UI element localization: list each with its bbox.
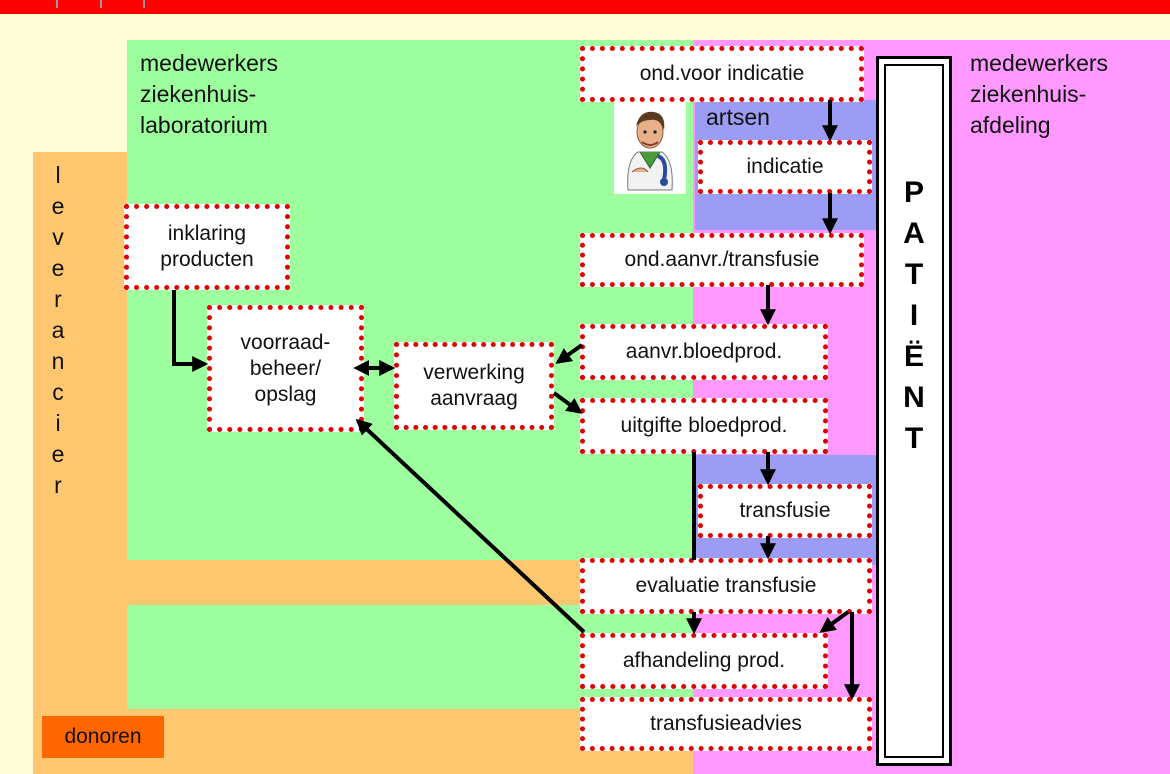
patient-letter: Ë — [903, 340, 924, 373]
box-ond-aanvr-transfusie: ond.aanvr./transfusie — [580, 233, 864, 287]
box-afhandeling-prod: afhandeling prod. — [580, 633, 828, 689]
leverancier-letter: r — [54, 286, 62, 312]
box-inklaring-producten: inklaring producten — [124, 204, 290, 290]
patient-letter: T — [904, 258, 924, 291]
patient-letter: T — [904, 422, 924, 455]
arrow-evaluatie-to-afhandeling-right — [819, 610, 850, 633]
artsen-label: artsen — [706, 104, 770, 130]
top-bar-ticks-2 — [100, 0, 102, 8]
box-verwerking-aanvraag: verwerking aanvraag — [394, 342, 554, 430]
box-uitgifte-bloedprod: uitgifte bloedprod. — [580, 398, 828, 454]
arrow-afhandeling-to-voorraad — [355, 418, 586, 634]
leverancier-letter: e — [51, 193, 65, 219]
patient-letter: A — [903, 217, 925, 250]
afdeling-label: medewerkers ziekenhuis- afdeling — [970, 50, 1109, 138]
patient-letter: P — [903, 176, 924, 209]
top-red-bar — [0, 0, 1170, 14]
doctor-illustration-icon — [614, 102, 686, 194]
leverancier-letter: a — [51, 317, 65, 343]
patient-inner-frame — [884, 64, 944, 758]
top-bar-ticks — [56, 0, 58, 8]
leverancier-letter: e — [51, 255, 65, 281]
arrow-aanvr-to-verwerking — [555, 343, 584, 364]
donoren-label: donoren — [42, 716, 164, 758]
leverancier-letter: v — [52, 224, 64, 250]
laboratorium-label: medewerkers ziekenhuis- laboratorium — [140, 50, 279, 138]
leverancier-letter: i — [55, 410, 61, 436]
box-transfusieadvies: transfusieadvies — [580, 697, 872, 751]
leverancier-letter: e — [51, 441, 65, 467]
top-bar-ticks-3 — [143, 0, 145, 8]
arrow-verwerking-to-uitgifte — [552, 391, 583, 414]
leverancier-letter: c — [52, 379, 64, 405]
laboratorium-region — [127, 40, 695, 560]
box-transfusie: transfusie — [698, 484, 872, 538]
leverancier-letter: l — [55, 162, 61, 188]
patient-label: P A T I Ë N T — [876, 172, 952, 459]
leverancier-letter: r — [54, 472, 62, 498]
arrow-inklaring-to-voorraad — [172, 290, 209, 372]
patient-letter: I — [909, 299, 919, 332]
leverancier-vertical-label: l e v e r a n c i e r — [44, 160, 72, 501]
patient-column — [876, 56, 952, 766]
leverancier-letter: n — [51, 348, 65, 374]
box-evaluatie-transfusie: evaluatie transfusie — [580, 558, 872, 614]
box-indicatie: indicatie — [698, 140, 872, 194]
patient-letter: N — [903, 381, 925, 414]
box-aanvr-bloedprod: aanvr.bloedprod. — [580, 324, 828, 380]
box-ond-voor-indicatie: ond.voor indicatie — [580, 46, 864, 102]
